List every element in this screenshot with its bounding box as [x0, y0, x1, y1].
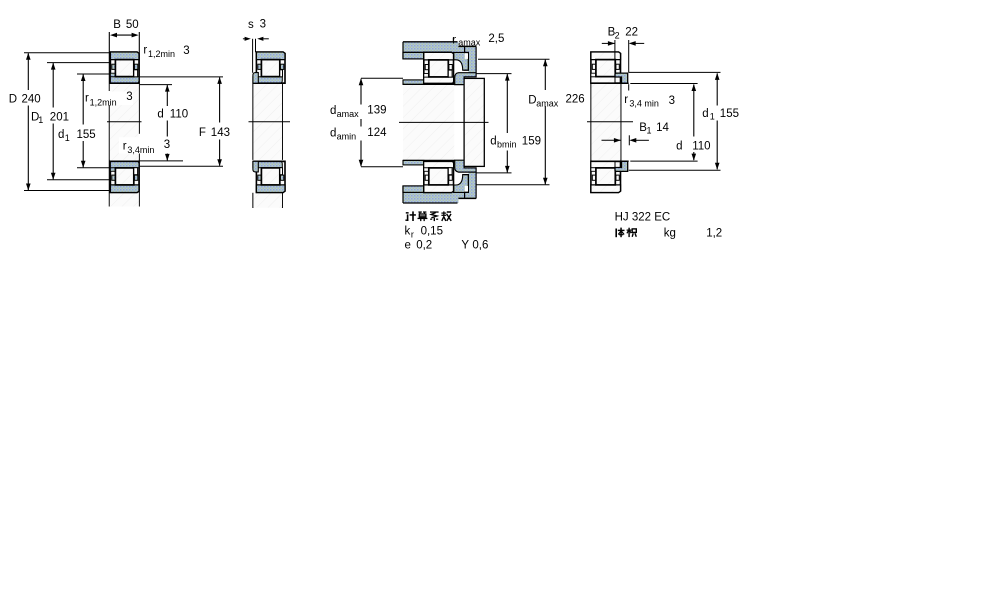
svg-text:1: 1: [65, 133, 70, 143]
svg-text:110: 110: [170, 109, 188, 121]
svg-text:124: 124: [367, 127, 387, 139]
svg-text:50: 50: [126, 19, 139, 31]
svg-text:1: 1: [647, 126, 652, 136]
svg-text:d: d: [330, 105, 336, 117]
svg-text:amax: amax: [337, 109, 360, 119]
svg-text:143: 143: [211, 127, 230, 139]
svg-text:1,2min: 1,2min: [90, 97, 117, 107]
svg-text:22: 22: [625, 26, 638, 38]
svg-text:3: 3: [260, 19, 266, 31]
svg-text:B: B: [608, 27, 616, 39]
svg-text:1,2min: 1,2min: [148, 49, 175, 59]
svg-text:0,6: 0,6: [472, 239, 488, 251]
svg-text:e: e: [405, 239, 411, 251]
svg-text:s: s: [248, 19, 254, 31]
svg-text:3,4min: 3,4min: [127, 145, 154, 155]
svg-text:d: d: [490, 135, 496, 147]
svg-text:3: 3: [164, 139, 170, 151]
svg-text:3: 3: [669, 95, 675, 107]
svg-text:d: d: [676, 140, 682, 152]
svg-text:1,2: 1,2: [706, 227, 722, 239]
svg-text:B: B: [113, 19, 121, 31]
svg-text:HJ 322 EC: HJ 322 EC: [615, 212, 671, 224]
svg-text:B: B: [639, 122, 647, 134]
svg-text:1: 1: [710, 111, 715, 121]
svg-text:bmin: bmin: [497, 140, 517, 150]
svg-text:r: r: [411, 229, 414, 239]
svg-text:155: 155: [77, 129, 96, 141]
svg-text:155: 155: [720, 108, 739, 120]
svg-text:r: r: [624, 94, 628, 106]
svg-text:14: 14: [656, 122, 669, 134]
svg-text:226: 226: [566, 94, 585, 106]
svg-text:3: 3: [183, 45, 189, 57]
svg-text:159: 159: [522, 135, 541, 147]
svg-text:3,4 min: 3,4 min: [629, 99, 659, 109]
svg-text:r: r: [85, 93, 89, 105]
svg-text:0,15: 0,15: [421, 225, 443, 237]
svg-text:amin: amin: [337, 131, 357, 141]
svg-text:240: 240: [22, 94, 41, 106]
svg-text:amax: amax: [458, 37, 481, 47]
svg-text:kg: kg: [664, 228, 676, 240]
svg-text:Y: Y: [461, 239, 469, 251]
svg-text:D: D: [528, 95, 536, 107]
svg-text:d: d: [330, 127, 336, 139]
svg-text:D: D: [31, 112, 39, 124]
svg-text:amax: amax: [536, 98, 559, 108]
svg-text:1: 1: [38, 115, 43, 125]
svg-text:d: d: [58, 129, 64, 141]
svg-text:2,5: 2,5: [488, 33, 504, 45]
svg-text:d: d: [702, 108, 708, 120]
svg-text:r: r: [452, 34, 456, 46]
svg-text:d: d: [157, 109, 163, 121]
svg-text:k: k: [405, 225, 411, 237]
svg-text:3: 3: [126, 91, 132, 103]
svg-text:0,2: 0,2: [416, 239, 432, 251]
svg-text:r: r: [143, 44, 147, 56]
svg-text:D: D: [9, 94, 17, 106]
svg-text:r: r: [123, 140, 127, 152]
svg-text:201: 201: [50, 112, 69, 124]
svg-text:139: 139: [367, 105, 386, 117]
svg-text:2: 2: [615, 30, 620, 40]
svg-text:F: F: [199, 127, 206, 139]
svg-text:110: 110: [692, 140, 710, 152]
